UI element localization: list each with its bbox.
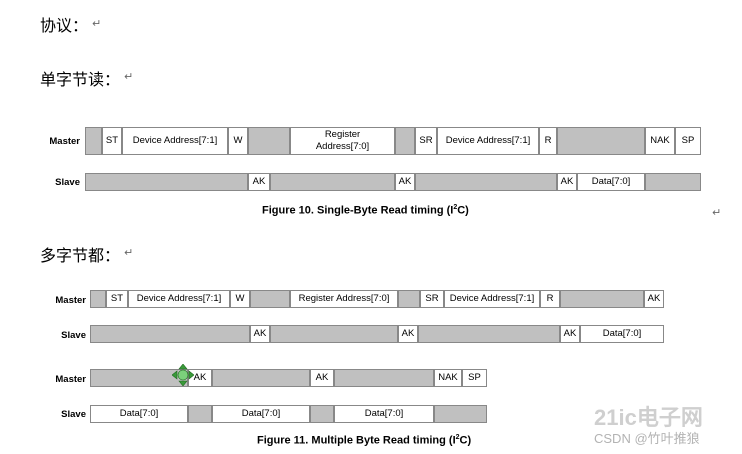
timing-slot-repeated-start: SR	[415, 127, 437, 155]
pilcrow-mark: ↵	[124, 70, 134, 83]
timing-slot-ack: AK	[398, 325, 418, 343]
timing-slot-start: ST	[106, 290, 128, 308]
figure11-caption-text: Figure 11. Multiple Byte Read timing (I	[257, 434, 456, 447]
timing-slot-device-address: Device Address[7:1]	[122, 127, 228, 155]
timing-slot	[188, 405, 212, 423]
fig11-slave-label: Slave	[61, 330, 86, 341]
timing-slot	[248, 127, 290, 155]
pilcrow-mark: ↵	[124, 246, 134, 259]
timing-slot-ack: AK	[644, 290, 664, 308]
timing-slot-ack: AK	[310, 369, 334, 387]
figure11-caption: Figure 11. Multiple Byte Read timing (I2…	[257, 434, 471, 447]
fig11-slave-lane-1: AK AK AK Data[7:0]	[90, 325, 664, 343]
timing-slot-ack: AK	[557, 173, 577, 191]
timing-slot	[270, 325, 398, 343]
timing-slot-start: ST	[102, 127, 122, 155]
move-handle-icon[interactable]	[172, 364, 194, 386]
timing-slot-data: Data[7:0]	[212, 405, 310, 423]
fig10-master-lane: ST Device Address[7:1] W Register Addres…	[85, 127, 701, 155]
timing-slot-stop: SP	[462, 369, 487, 387]
figure10-caption-sup: 2	[453, 204, 458, 211]
fig11-master-label-2: Master	[55, 374, 86, 385]
timing-slot	[310, 405, 334, 423]
timing-slot-nak: NAK	[434, 369, 462, 387]
fig11-slave-lane-2: Data[7:0] Data[7:0] Data[7:0]	[90, 405, 487, 423]
timing-slot	[560, 290, 644, 308]
timing-slot	[434, 405, 487, 423]
timing-slot	[398, 290, 420, 308]
figure10-caption: Figure 10. Single-Byte Read timing (I2C)	[262, 204, 469, 217]
timing-slot	[395, 127, 415, 155]
pilcrow-mark: ↵	[92, 17, 102, 30]
fig10-slave-label: Slave	[55, 177, 80, 188]
multi-byte-read-heading: 多字节都：	[40, 246, 121, 265]
timing-slot	[212, 369, 310, 387]
timing-slot	[415, 173, 557, 191]
pilcrow-mark: ↵	[712, 206, 722, 219]
figure10-caption-text: Figure 10. Single-Byte Read timing (I	[262, 204, 454, 217]
fig11-master-lane-2: AK AK NAK SP	[90, 369, 487, 387]
timing-slot	[270, 173, 395, 191]
timing-slot-stop: SP	[675, 127, 701, 155]
timing-slot	[90, 325, 250, 343]
figure11-caption-sup: 2	[455, 434, 460, 441]
timing-slot-read: R	[540, 290, 560, 308]
timing-slot-device-address: Device Address[7:1]	[437, 127, 539, 155]
timing-slot-register-address: Register Address[7:0]	[290, 127, 395, 155]
timing-slot-ack: AK	[188, 369, 212, 387]
timing-slot-ack: AK	[395, 173, 415, 191]
timing-slot-read: R	[539, 127, 557, 155]
fig10-master-label: Master	[49, 136, 80, 147]
timing-slot-ack: AK	[250, 325, 270, 343]
timing-slot	[85, 127, 102, 155]
timing-slot-data: Data[7:0]	[334, 405, 434, 423]
fig11-slave-label-2: Slave	[61, 409, 86, 420]
fig11-master-label: Master	[55, 295, 86, 306]
timing-slot-ack: AK	[560, 325, 580, 343]
timing-slot-register-address: Register Address[7:0]	[290, 290, 398, 308]
brand-watermark: 21ic电子网	[594, 405, 703, 430]
timing-slot	[418, 325, 560, 343]
timing-slot	[557, 127, 645, 155]
timing-slot-data: Data[7:0]	[580, 325, 664, 343]
timing-slot-ack: AK	[248, 173, 270, 191]
timing-slot	[334, 369, 434, 387]
timing-slot	[90, 369, 188, 387]
timing-slot-write: W	[230, 290, 250, 308]
timing-slot-data: Data[7:0]	[90, 405, 188, 423]
fig11-master-lane-1: ST Device Address[7:1] W Register Addres…	[90, 290, 664, 308]
timing-slot	[90, 290, 106, 308]
timing-slot	[85, 173, 248, 191]
figure10-caption-end: C)	[457, 204, 469, 217]
source-watermark: CSDN @竹叶推狼	[594, 431, 700, 446]
protocol-heading: 协议：	[40, 16, 89, 35]
timing-slot	[250, 290, 290, 308]
timing-slot-write: W	[228, 127, 248, 155]
timing-slot-data: Data[7:0]	[577, 173, 645, 191]
timing-slot-device-address: Device Address[7:1]	[128, 290, 230, 308]
timing-slot-nak: NAK	[645, 127, 675, 155]
figure11-caption-end: C)	[459, 434, 472, 447]
timing-slot-repeated-start: SR	[420, 290, 444, 308]
single-byte-read-heading: 单字节读：	[40, 70, 121, 89]
timing-slot	[645, 173, 701, 191]
timing-slot-device-address: Device Address[7:1]	[444, 290, 540, 308]
fig10-slave-lane: AK AK AK Data[7:0]	[85, 173, 701, 191]
